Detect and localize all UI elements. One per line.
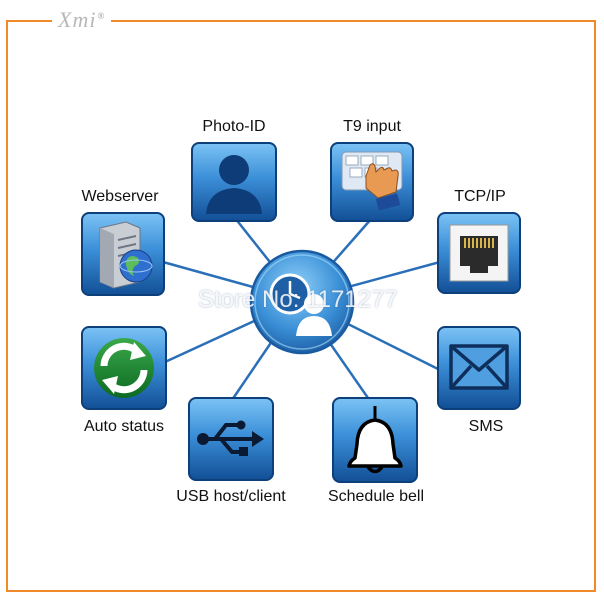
feature-usb [188, 397, 274, 481]
feature-t9-input [330, 142, 414, 222]
label-sms: SMS [468, 418, 504, 435]
brand-logo: Xmi® [52, 7, 112, 33]
feature-schedule-bell [332, 397, 418, 483]
clock-person-icon [269, 273, 332, 336]
label-usb: USB host/client [176, 488, 286, 505]
feature-tcp-ip [437, 212, 521, 294]
store-watermark: Store No: 1171277 [198, 286, 398, 313]
brand-name: Xmi [58, 7, 97, 32]
label-t9-input: T9 input [343, 118, 401, 135]
usb-icon [197, 420, 264, 456]
keypad-hand-icon [341, 151, 403, 211]
bell-icon [347, 406, 403, 474]
label-webserver: Webserver [81, 188, 159, 205]
person-silhouette-icon [206, 155, 262, 214]
center-hub [249, 249, 355, 355]
label-auto-status: Auto status [83, 418, 165, 435]
label-schedule-bell: Schedule bell [327, 488, 425, 505]
feature-photo-id [191, 142, 277, 222]
server-globe-icon [99, 221, 153, 289]
label-tcp-ip: TCP/IP [454, 188, 506, 205]
feature-auto-status [81, 326, 167, 410]
registered-mark: ® [97, 10, 106, 21]
label-photo-id: Photo-ID [202, 118, 266, 135]
orange-frame [6, 20, 596, 592]
feature-sms [437, 326, 521, 410]
envelope-icon [449, 344, 509, 390]
recycle-arrows-icon [94, 338, 154, 398]
feature-webserver [81, 212, 165, 296]
ethernet-port-icon [449, 224, 509, 282]
